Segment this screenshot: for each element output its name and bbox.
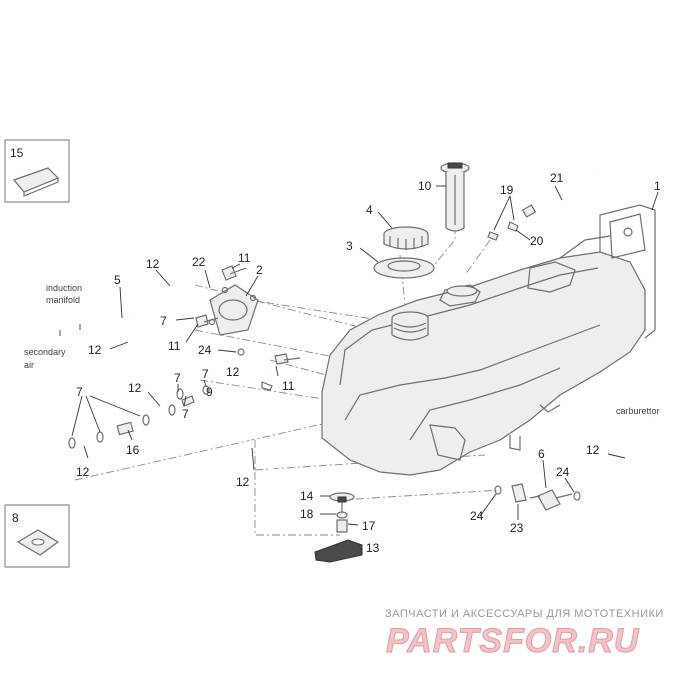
breather-hose — [487, 173, 596, 241]
induction-pipe — [39, 314, 131, 344]
vacuum-valve — [208, 284, 259, 336]
callout-24b: 24 — [470, 509, 484, 523]
diagram-notes: induction manifold secondary air carbure… — [24, 283, 660, 416]
fuel-level-sender — [440, 162, 470, 232]
callout-3: 3 — [346, 239, 353, 253]
callout-12g: 12 — [586, 443, 600, 457]
leader-lines — [71, 185, 659, 551]
inset-box-8 — [4, 504, 70, 568]
callout-12e: 12 — [76, 465, 90, 479]
note-manifold: manifold — [46, 295, 80, 305]
callout-12a: 12 — [146, 257, 160, 271]
callout-10: 10 — [418, 179, 432, 193]
callout-22: 22 — [192, 255, 206, 269]
callout-23: 23 — [510, 521, 524, 535]
inset-box-15 — [4, 139, 70, 203]
callout-5: 5 — [114, 273, 121, 287]
vacuum-hose-loop — [128, 283, 191, 387]
fuel-tank — [321, 204, 656, 476]
callout-12d: 12 — [226, 365, 240, 379]
watermark-brand: PARTSFOR.RU — [386, 622, 640, 660]
callout-12b: 12 — [88, 343, 102, 357]
note-air: air — [24, 360, 34, 370]
callout-11b: 11 — [168, 339, 181, 353]
callout-2: 2 — [256, 263, 263, 277]
screws — [195, 265, 301, 365]
callout-7a: 7 — [76, 385, 83, 399]
callout-16: 16 — [126, 443, 140, 457]
callout-7e: 7 — [202, 367, 209, 381]
note-carburettor: carburettor — [616, 406, 660, 416]
callout-12f: 12 — [236, 475, 250, 489]
hose-fittings — [68, 385, 210, 449]
note-induction: induction — [46, 283, 82, 293]
callout-6: 6 — [538, 447, 545, 461]
callout-9: 9 — [206, 385, 213, 399]
callout-21: 21 — [550, 171, 564, 185]
callout-4: 4 — [366, 203, 373, 217]
callout-14: 14 — [300, 489, 314, 503]
callout-19: 19 — [500, 183, 514, 197]
drain-hose — [209, 348, 281, 473]
fuel-tap-assembly — [314, 492, 363, 563]
note-secondary: secondary — [24, 347, 66, 357]
filler-cap — [383, 226, 429, 250]
callout-24a: 24 — [198, 343, 212, 357]
callout-24c: 24 — [556, 465, 570, 479]
watermark: ЗАПЧАСТИ И АКСЕССУАРЫ ДЛЯ МОТОТЕХНИКИ PA… — [385, 608, 664, 661]
callout-18: 18 — [300, 507, 314, 521]
callout-7c: 7 — [174, 371, 181, 385]
filler-ring — [373, 257, 435, 279]
callout-13: 13 — [366, 541, 380, 555]
callout-8: 8 — [12, 511, 19, 525]
callout-11c: 11 — [282, 379, 295, 393]
callout-12c: 12 — [128, 381, 142, 395]
callout-1: 1 — [654, 179, 661, 193]
callout-11a: 11 — [238, 251, 251, 265]
fuel-line-to-carburettor — [494, 421, 656, 511]
callout-15: 15 — [10, 146, 24, 160]
callout-7d: 7 — [182, 407, 189, 421]
callout-7b: 7 — [160, 314, 167, 328]
callout-20: 20 — [530, 234, 544, 248]
watermark-caption: ЗАПЧАСТИ И АКСЕССУАРЫ ДЛЯ МОТОТЕХНИКИ — [385, 608, 664, 620]
callout-labels: 1 2 3 4 5 6 7 7 7 7 7 8 9 10 11 11 11 12… — [10, 146, 661, 555]
callout-17: 17 — [362, 519, 376, 533]
